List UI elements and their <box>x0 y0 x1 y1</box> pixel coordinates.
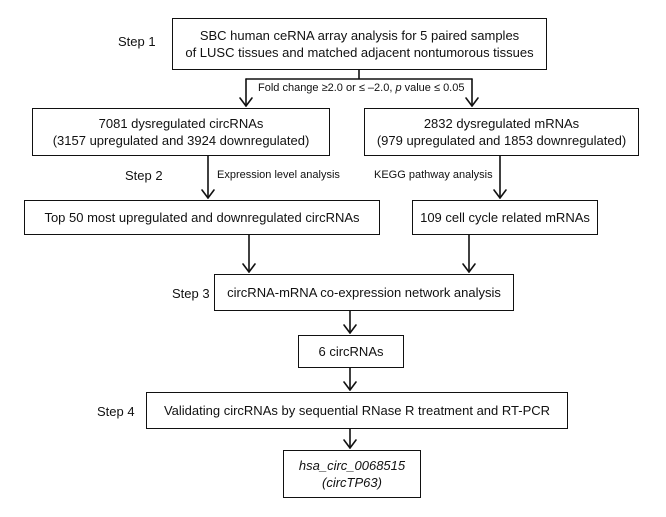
dysregulated-circrnas-box: 7081 dysregulated circRNAs (3157 upregul… <box>32 108 330 156</box>
top-50-circrnas-box: Top 50 most upregulated and downregulate… <box>24 200 380 235</box>
array-analysis-box: SBC human ceRNA array analysis for 5 pai… <box>172 18 547 70</box>
expression-level-note: Expression level analysis <box>217 169 340 181</box>
dysregulated-mrnas-box: 2832 dysregulated mRNAs (979 upregulated… <box>364 108 639 156</box>
split-connector <box>245 69 473 80</box>
network-analysis-label: circRNA-mRNA co-expression network analy… <box>227 285 501 300</box>
arrow-to-network-left-head <box>242 263 256 273</box>
cell-cycle-mrnas-box: 109 cell cycle related mRNAs <box>412 200 598 235</box>
step-3-label: Step 3 <box>172 286 210 301</box>
dysregulated-mrnas-line-1: 2832 dysregulated mRNAs <box>423 116 580 131</box>
array-analysis-line-1: SBC human ceRNA array analysis for 5 pai… <box>199 28 520 43</box>
final-circrna-box: hsa_circ_0068515 (circTP63) <box>283 450 421 498</box>
top-50-circrnas-label: Top 50 most upregulated and downregulate… <box>44 210 360 225</box>
arrow-to-mrnas-head <box>465 97 479 107</box>
arrow-to-final-head <box>343 439 357 449</box>
arrow-to-circrnas-head <box>239 97 253 107</box>
fold-change-criteria: Fold change ≥2.0 or ≤ –2.0, p value ≤ 0.… <box>258 82 465 94</box>
step-4-label: Step 4 <box>97 404 135 419</box>
dysregulated-circrnas-line-1: 7081 dysregulated circRNAs <box>98 116 264 131</box>
six-circrnas-box: 6 circRNAs <box>298 335 404 368</box>
arrow-to-top50-head <box>201 189 215 199</box>
arrow-to-six-head <box>343 324 357 334</box>
dysregulated-mrnas-line-2: (979 upregulated and 1853 downregulated) <box>376 133 627 148</box>
kegg-pathway-note: KEGG pathway analysis <box>374 169 493 181</box>
array-analysis-line-2: of LUSC tissues and matched adjacent non… <box>185 45 534 60</box>
network-analysis-box: circRNA-mRNA co-expression network analy… <box>214 274 514 311</box>
dysregulated-circrnas-line-2: (3157 upregulated and 3924 downregulated… <box>52 133 310 148</box>
arrow-to-cell-cycle-head <box>493 189 507 199</box>
arrow-to-network-right-head <box>462 263 476 273</box>
step-2-label: Step 2 <box>125 168 163 183</box>
validating-box: Validating circRNAs by sequential RNase … <box>146 392 568 429</box>
arrow-to-validating-head <box>343 381 357 391</box>
six-circrnas-label: 6 circRNAs <box>318 344 384 359</box>
final-circrna-alias: (circTP63) <box>322 475 382 490</box>
cell-cycle-mrnas-label: 109 cell cycle related mRNAs <box>420 210 590 225</box>
final-circrna-id: hsa_circ_0068515 <box>298 458 406 473</box>
step-1-label: Step 1 <box>118 34 156 49</box>
validating-label: Validating circRNAs by sequential RNase … <box>163 403 551 418</box>
